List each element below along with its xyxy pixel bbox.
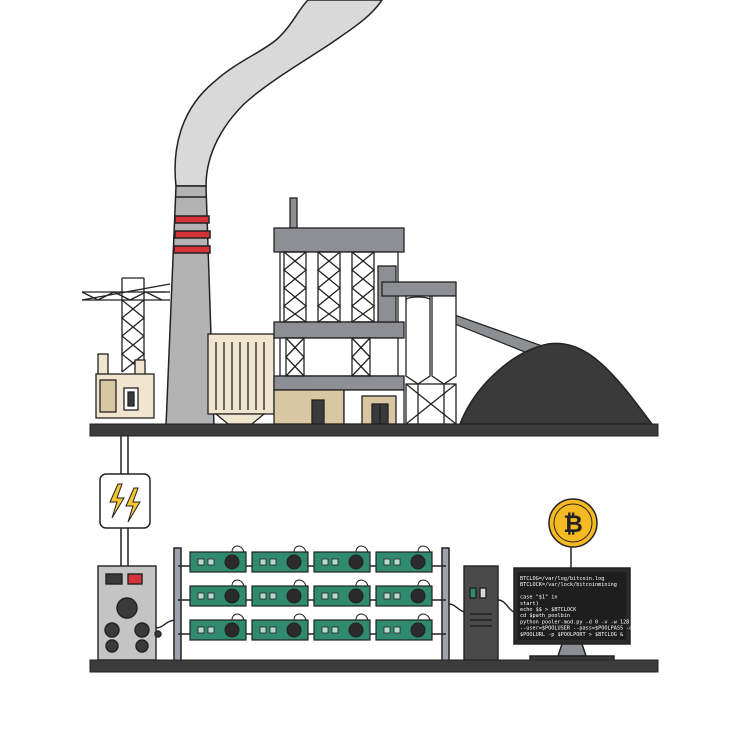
chimney-stripe xyxy=(174,215,210,224)
gpu-fan-icon xyxy=(224,554,240,570)
bottom-shelf xyxy=(89,659,659,673)
gpu-card xyxy=(189,613,247,641)
terminal-line: case "$1" in xyxy=(520,595,557,601)
chimney xyxy=(165,185,215,427)
lattice-crane xyxy=(81,277,173,373)
terminal-line: start) xyxy=(520,601,539,607)
gpu-card xyxy=(375,613,433,641)
top-shelf xyxy=(89,423,659,437)
smoke-plume xyxy=(174,0,383,187)
terminal-line: --user=$POOLUSER --pass=$POOLPASS -o xyxy=(520,626,632,632)
terminal-line: cd $path_poolbin xyxy=(520,613,570,619)
terminal-line: $POOLURL -p $POOLPORT > $BTCLOG & xyxy=(520,632,624,638)
gpu-fan-icon xyxy=(410,622,426,638)
gpu-fan-icon xyxy=(224,622,240,638)
gpu-card xyxy=(313,545,371,573)
gpu-fan-icon xyxy=(348,622,364,638)
cooling-building xyxy=(207,333,275,425)
terminal-line: python pooler-mod.py -d 0 -v -w 128 -f 6… xyxy=(520,619,667,625)
gpu-fan-icon xyxy=(286,588,302,604)
gpu-card xyxy=(251,613,309,641)
gpu-card xyxy=(375,545,433,573)
gpu-card xyxy=(251,579,309,607)
gpu-card xyxy=(189,579,247,607)
terminal-output: BTCLOG=/var/log/bitcoin.logBTCLOCK=/var/… xyxy=(520,576,667,638)
gpu-card xyxy=(313,579,371,607)
lightning-bolt-icon xyxy=(99,473,151,529)
gpu-fan-icon xyxy=(348,554,364,570)
bitcoin-glyph: ₿ xyxy=(563,510,583,538)
silos xyxy=(381,281,457,425)
gpu-card xyxy=(251,545,309,573)
gpu-fan-icon xyxy=(286,622,302,638)
terminal-line: echo $$ > $BTCLOCK xyxy=(520,607,577,613)
monitor xyxy=(513,567,631,663)
power-supply-unit xyxy=(97,565,177,661)
terminal-line: BTCLOCK=/var/lock/bitcoinmining xyxy=(520,582,617,588)
gpu-card xyxy=(313,613,371,641)
gpu-fan-icon xyxy=(410,588,426,604)
gpu-card xyxy=(189,545,247,573)
power-cable xyxy=(120,436,129,566)
gpu-fan-icon xyxy=(348,588,364,604)
gpu-fan-icon xyxy=(224,588,240,604)
computer-tower xyxy=(448,565,515,661)
coal-pile xyxy=(458,342,654,425)
plant-tower xyxy=(273,197,405,425)
transformer-unit xyxy=(95,353,155,419)
gpu-fan-icon xyxy=(286,554,302,570)
gpu-card-grid xyxy=(189,545,433,641)
terminal-line: BTCLOG=/var/log/bitcoin.log xyxy=(520,576,604,582)
gpu-fan-icon xyxy=(410,554,426,570)
bitcoin-icon: ₿ xyxy=(548,498,598,568)
gpu-card xyxy=(375,579,433,607)
